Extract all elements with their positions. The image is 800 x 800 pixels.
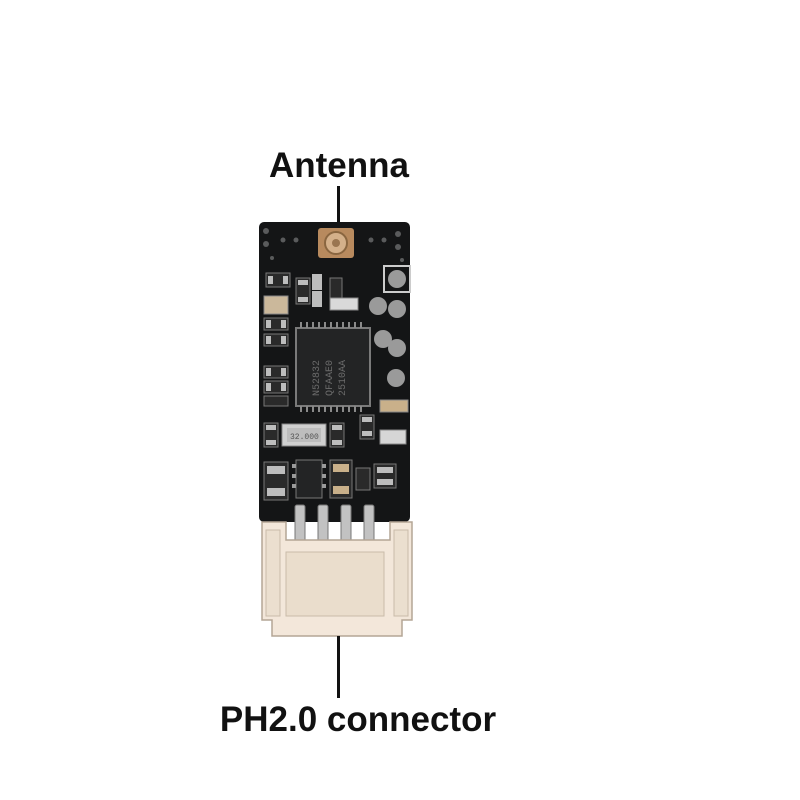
chip-marking-line: QFAAE0: [325, 360, 336, 396]
main-chip: N52832 QFAAE0 2510AA: [295, 322, 371, 412]
smd-passives: [263, 272, 409, 448]
ph2-connector-housing: [261, 521, 413, 637]
chip-marking-line: N52832: [312, 360, 323, 396]
pcb-vias: [263, 228, 404, 262]
antenna-ufl-connector: [318, 228, 354, 258]
connector-pins: [294, 504, 375, 546]
connector-label: PH2.0 connector: [219, 700, 497, 739]
connector-leader-line: [337, 636, 340, 698]
test-pads: [369, 265, 411, 387]
chip-marking: N52832 QFAAE0 2510AA: [312, 360, 349, 396]
antenna-label: Antenna: [269, 146, 409, 185]
crystal-marking: 32.000: [290, 433, 319, 442]
antenna-leader-line: [337, 186, 340, 226]
chip-marking-line: 2510AA: [338, 360, 349, 396]
crystal-oscillator: 32.000: [281, 423, 327, 447]
lower-components: [263, 459, 397, 501]
